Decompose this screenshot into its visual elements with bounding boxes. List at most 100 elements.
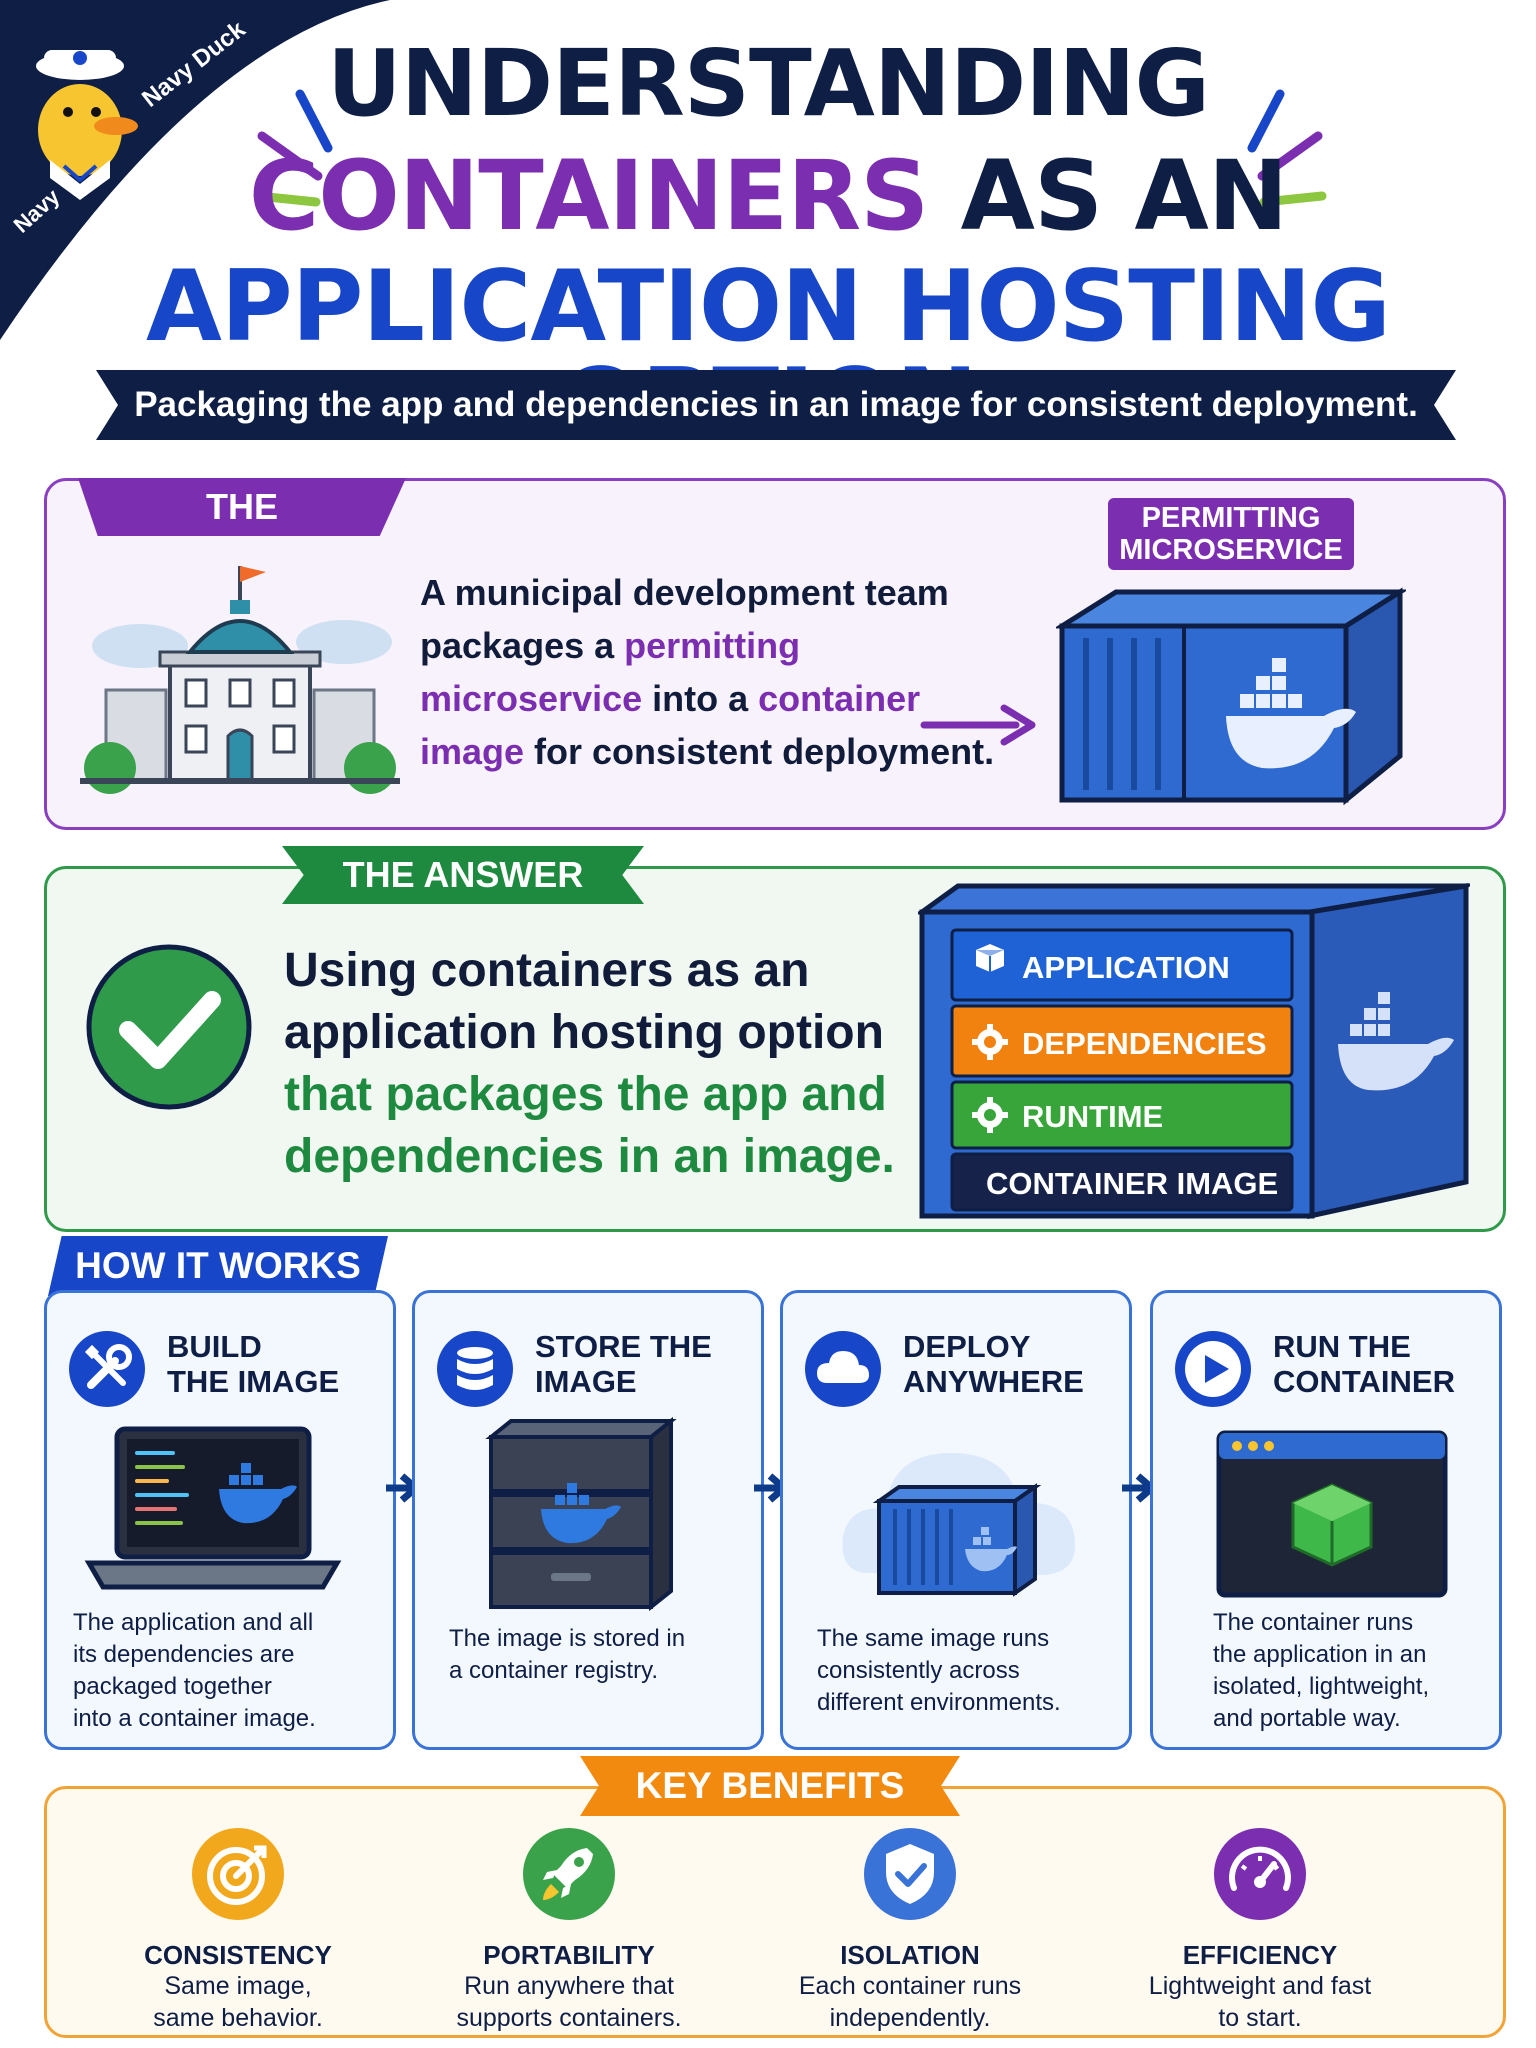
badge-line-2: MICROSERVICE <box>1119 534 1343 566</box>
benefit-title: PORTABILITY <box>483 1940 655 1970</box>
badge-line-1: PERMITTING <box>1141 502 1321 534</box>
step-description: The image is stored in a container regis… <box>449 1623 759 1687</box>
layer-container-image: CONTAINER IMAGE <box>986 1166 1278 1201</box>
step-desc-line: consistently across <box>817 1657 1020 1684</box>
gear-icon <box>972 1024 1008 1060</box>
key-benefits-tag: KEY BENEFITS <box>635 1765 905 1806</box>
step-title-line: RUN THE <box>1273 1329 1411 1364</box>
duck-mascot-icon <box>36 50 138 200</box>
layer-dependencies: DEPENDENCIES <box>1022 1026 1267 1061</box>
step-desc-line: isolated, lightweight, <box>1213 1673 1430 1700</box>
layer-runtime: RUNTIME <box>1022 1099 1163 1134</box>
benefit-desc: Lightweight and fast <box>1148 1972 1372 2000</box>
shield-check-icon <box>864 1828 956 1920</box>
scenario-text-part: for consistent deployment. <box>524 731 995 772</box>
benefit-title: EFFICIENCY <box>1182 1940 1338 1970</box>
step-title-line: ANYWHERE <box>903 1364 1084 1399</box>
step-description: The same image runs consistently across … <box>817 1623 1127 1719</box>
benefit-desc: to start. <box>1218 2004 1302 2032</box>
cloud-container-icon <box>842 1453 1075 1597</box>
step-description: The container runs the application in an… <box>1213 1607 1493 1735</box>
arrow-right-icon <box>920 704 1036 746</box>
step-title-line: STORE THE <box>535 1329 712 1364</box>
layer-application: APPLICATION <box>1022 950 1230 985</box>
scenario-text-part: into a <box>642 678 759 719</box>
step-desc-line: The application and all <box>73 1609 314 1636</box>
step-title-line: BUILD <box>167 1329 262 1364</box>
check-circle-icon <box>86 944 252 1110</box>
answer-text-main: Using containers as an application hosti… <box>284 944 884 1059</box>
answer-tag-label: THE ANSWER <box>342 854 584 895</box>
step-desc-line: a container registry. <box>449 1657 658 1684</box>
step-title-line: IMAGE <box>535 1364 637 1399</box>
target-icon <box>192 1828 284 1920</box>
title-line-1: UNDERSTANDING <box>327 30 1210 137</box>
gear-icon <box>972 1097 1008 1133</box>
answer-text-highlight: that packages the app and dependencies i… <box>284 1068 895 1183</box>
benefit-desc: supports containers. <box>456 2004 682 2032</box>
shipping-container-icon <box>1056 587 1406 806</box>
step-desc-line: into a container image. <box>73 1705 316 1732</box>
play-icon <box>1175 1331 1251 1407</box>
app-window-icon <box>1216 1430 1448 1598</box>
how-it-works-tag: HOW IT WORKS <box>75 1245 361 1286</box>
container-image-stack-icon: APPLICATION DEPENDENCIES RUNTIME CONTAIN… <box>918 883 1470 1220</box>
step-desc-line: The same image runs <box>817 1625 1050 1652</box>
step-description: The application and all its dependencies… <box>73 1607 383 1735</box>
navy-duck-badge: Navy Duck Navy <box>0 0 390 340</box>
scenario-text: A municipal development team packages a … <box>420 566 1020 778</box>
scenario-text-part: A municipal development team packages a <box>420 572 949 666</box>
server-registry-icon <box>485 1416 677 1612</box>
subtitle: Packaging the app and dependencies in an… <box>134 385 1418 424</box>
benefit-portability: PORTABILITY Run anywhere that supports c… <box>404 1940 734 2034</box>
scenario-highlight-microservice: permitting microservice <box>420 625 801 719</box>
wrench-screwdriver-icon <box>69 1331 145 1407</box>
scenario-highlight-image: container image <box>420 678 921 772</box>
step-desc-line: The container runs <box>1213 1609 1414 1636</box>
scenario-tag-label: THE SCENARIO <box>206 486 278 527</box>
spark-decoration-right <box>1247 89 1327 207</box>
key-benefits-tag-bg <box>580 1756 960 1816</box>
step-title-line: DEPLOY <box>903 1329 1031 1364</box>
benefit-efficiency: EFFICIENCY Lightweight and fast to start… <box>1095 1940 1425 2034</box>
step-desc-line: and portable way. <box>1213 1705 1401 1732</box>
cloud-icon <box>805 1331 881 1407</box>
laptop-icon <box>84 1426 342 1590</box>
scenario-tag: THE SCENARIO <box>78 478 406 536</box>
step-title-line: CONTAINER <box>1273 1364 1455 1399</box>
title-line-2-rest: AS AN <box>928 140 1288 252</box>
step-desc-line: different environments. <box>817 1689 1061 1716</box>
answer-text: Using containers as an application hosti… <box>284 940 924 1188</box>
rocket-icon <box>523 1828 615 1920</box>
step-desc-line: its dependencies are <box>73 1641 295 1668</box>
benefit-isolation: ISOLATION Each container runs independen… <box>745 1940 1075 2034</box>
step-desc-line: The image is stored in <box>449 1625 686 1652</box>
step-desc-line: the application in an <box>1213 1641 1427 1668</box>
benefit-desc: same behavior. <box>153 2004 323 2032</box>
benefit-title: CONSISTENCY <box>144 1940 332 1970</box>
benefit-desc: Run anywhere that <box>464 1972 674 2000</box>
title-accent: CONTAINERS <box>248 140 929 252</box>
title-line-2: CONTAINERS AS AN <box>0 148 1536 244</box>
step-title-line: THE IMAGE <box>167 1364 340 1399</box>
cube-icon <box>976 944 1004 972</box>
speedometer-icon <box>1214 1828 1306 1920</box>
benefit-title: ISOLATION <box>840 1940 980 1970</box>
spark-decoration-left <box>253 89 333 207</box>
subtitle-ribbon <box>96 370 1456 440</box>
benefit-consistency: CONSISTENCY Same image, same behavior. <box>73 1940 403 2034</box>
answer-tag: THE ANSWER <box>282 846 644 904</box>
benefit-desc: independently. <box>829 2004 991 2032</box>
city-hall-icon <box>80 566 400 794</box>
database-icon <box>437 1331 513 1407</box>
benefit-desc: Each container runs <box>798 1972 1022 2000</box>
how-it-works-tag-bg <box>48 1236 388 1296</box>
